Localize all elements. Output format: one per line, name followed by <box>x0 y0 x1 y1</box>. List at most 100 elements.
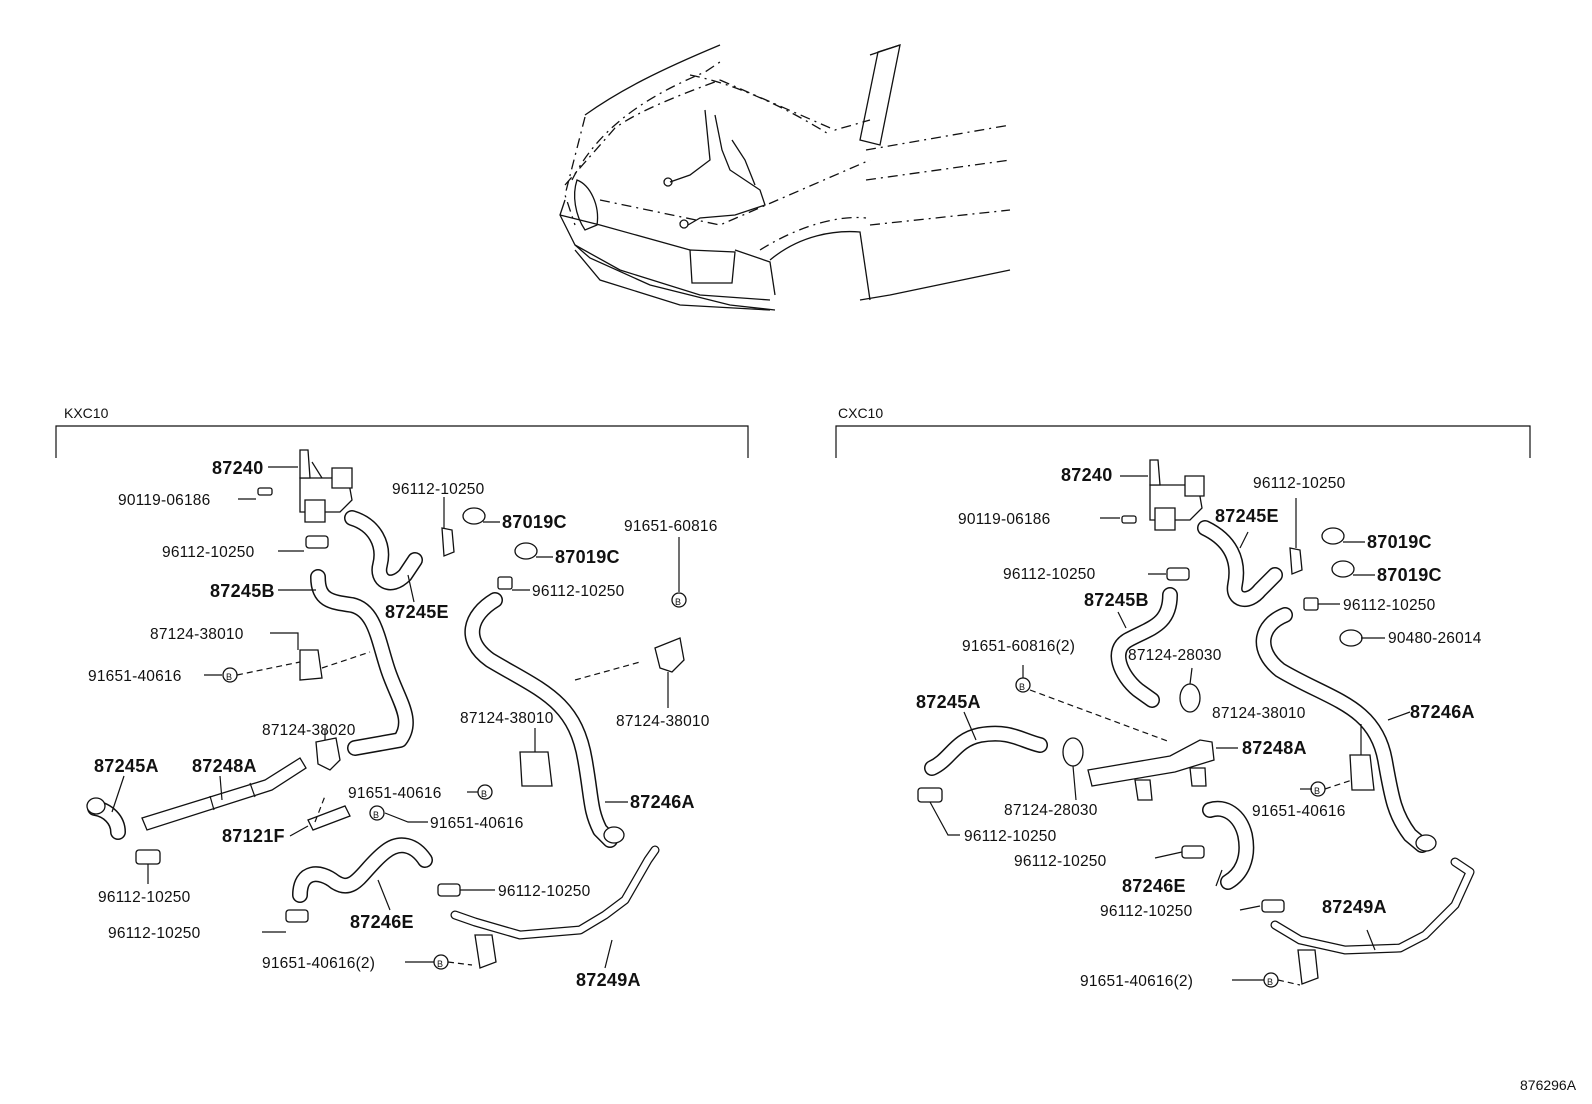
bracket-87124-38010-a <box>299 649 323 681</box>
pipe-87248a <box>141 757 307 831</box>
pipe-87249a-right <box>1270 857 1475 985</box>
hose-87245a <box>86 797 126 840</box>
svg-text:B: B <box>437 959 443 969</box>
bolt-symbol-91651-60816-r: B <box>1015 677 1031 693</box>
pipe-87249a <box>450 845 660 969</box>
pipe-87248a-right <box>1087 739 1215 801</box>
bolt-symbol-91651-2-r: B <box>1263 972 1279 988</box>
bolt-symbol-91651-c: B <box>369 805 385 821</box>
grommet-90480 <box>1339 629 1363 647</box>
label-96112-10250-f: 96112-10250 <box>498 883 591 900</box>
hose-87246a-right <box>1255 607 1437 853</box>
grommet-87019c-b <box>514 542 538 560</box>
bolt-symbol-91651-a: B <box>222 667 238 683</box>
label-87124-38020: 87124-38020 <box>262 722 356 739</box>
hose-87246e-right <box>1202 800 1255 890</box>
hose-87245b-right <box>1110 587 1178 708</box>
clamp-96112-d <box>135 849 161 865</box>
svg-text:B: B <box>1019 682 1025 692</box>
label-87019c-rb: 87019C <box>1377 565 1442 585</box>
grommet-87019c-a <box>462 507 486 525</box>
label-90119-06186-r: 90119-06186 <box>958 511 1050 528</box>
left-assembly: B B B B B <box>86 449 718 990</box>
label-96112-10250-b: 96112-10250 <box>162 544 255 561</box>
clamp-96112-b <box>441 527 455 557</box>
label-91651-60816: 91651-60816 <box>624 518 718 535</box>
bolt-symbol-91651-r: B <box>1310 781 1326 797</box>
label-87245e-r: 87245E <box>1215 506 1279 526</box>
bracket-87124-38020 <box>315 737 341 771</box>
label-96112-10250-rd: 96112-10250 <box>964 828 1057 845</box>
label-91651-40616-2-r: 91651-40616(2) <box>1080 973 1193 990</box>
clamp-96112-rd <box>917 787 943 803</box>
clamp-96112-e <box>285 909 309 923</box>
bolt-90119 <box>257 487 273 496</box>
label-91651-40616-b: 91651-40616 <box>348 785 442 802</box>
label-91651-40616-a: 91651-40616 <box>88 668 182 685</box>
water-valve-right <box>1149 459 1205 531</box>
water-valve <box>299 449 353 523</box>
label-91651-60816-2: 91651-60816(2) <box>962 638 1075 655</box>
vehicle-illustration <box>559 44 1011 311</box>
svg-text:B: B <box>1267 977 1273 987</box>
hose-87245e-right <box>1197 520 1283 607</box>
right-assembly: B B B 87240 96112-10250 90119-0618 <box>916 459 1482 990</box>
clamp-96112-f <box>437 883 461 897</box>
label-87246a-r: 87246A <box>1410 702 1475 722</box>
label-87245a-r: 87245A <box>916 692 981 712</box>
hose-87246a <box>464 592 625 848</box>
clamp-96112-c <box>497 576 513 590</box>
clamp-87124-28030-b <box>1062 737 1084 767</box>
clamp-96112-rb <box>1289 547 1303 575</box>
label-96112-10250-e: 96112-10250 <box>108 925 201 942</box>
bracket-87124-38010-b <box>654 637 685 673</box>
label-87124-28030-a: 87124-28030 <box>1128 647 1222 664</box>
label-87124-28030-b: 87124-28030 <box>1004 802 1098 819</box>
label-87019c-b: 87019C <box>555 547 620 567</box>
label-91651-40616-c: 91651-40616 <box>430 815 524 832</box>
label-96112-10250-c: 96112-10250 <box>532 583 625 600</box>
figure-reference: 876296A <box>1520 1077 1577 1093</box>
label-87124-38010-b: 87124-38010 <box>616 713 710 730</box>
clamp-96112-a <box>305 535 329 549</box>
label-87240-r: 87240 <box>1061 465 1113 485</box>
svg-text:B: B <box>675 597 681 607</box>
section-bracket-right: CXC10 <box>835 405 1531 458</box>
svg-text:B: B <box>1314 786 1320 796</box>
grommet-87019c-rb <box>1331 560 1355 578</box>
bracket-87124-38010-right <box>1349 754 1375 791</box>
label-96112-10250-ra: 96112-10250 <box>1253 475 1346 492</box>
clamp-87124-28030-a <box>1179 683 1201 713</box>
svg-text:B: B <box>373 810 379 820</box>
grommet-87019c-ra <box>1321 527 1345 545</box>
label-90119-06186: 90119-06186 <box>118 492 210 509</box>
bolt-symbol-91651-b: B <box>477 784 493 800</box>
svg-text:B: B <box>481 789 487 799</box>
clamp-96112-ra <box>1166 567 1190 581</box>
hose-87121f <box>307 805 351 831</box>
label-87249a-r: 87249A <box>1322 897 1387 917</box>
label-87245b-r: 87245B <box>1084 590 1149 610</box>
bolt-symbol-91651-d: B <box>433 954 449 970</box>
label-87245a: 87245A <box>94 756 159 776</box>
bracket-87124-38010-c <box>519 751 553 787</box>
label-87121f: 87121F <box>222 826 285 846</box>
section-bracket-left: KXC10 <box>55 405 749 458</box>
label-87246e: 87246E <box>350 912 414 932</box>
hose-87245a-right <box>924 725 1048 776</box>
label-87019c-ra: 87019C <box>1367 532 1432 552</box>
section-label-right: CXC10 <box>838 405 883 421</box>
label-91651-40616-r: 91651-40616 <box>1252 803 1346 820</box>
label-87246e-r: 87246E <box>1122 876 1186 896</box>
label-96112-10250-rb: 96112-10250 <box>1003 566 1096 583</box>
hose-87245b <box>310 569 414 756</box>
label-90480-26014: 90480-26014 <box>1388 630 1482 647</box>
section-label-left: KXC10 <box>64 405 109 421</box>
hose-87246e <box>292 837 433 903</box>
clamp-96112-rc <box>1303 597 1319 611</box>
svg-text:B: B <box>226 672 232 682</box>
label-87019c-a: 87019C <box>502 512 567 532</box>
clamp-96112-re <box>1181 845 1205 859</box>
label-87124-38010-a: 87124-38010 <box>150 626 244 643</box>
